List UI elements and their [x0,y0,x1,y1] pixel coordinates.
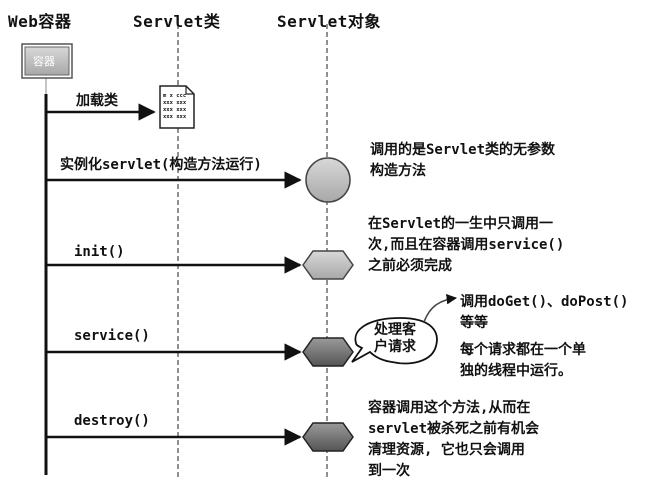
container-box-label: 容器 [33,55,55,68]
service-speech-bubble [351,317,438,365]
init-label: init() [74,244,125,260]
destroy-note: 容器调用这个方法,从而在 servlet被杀死之前有机会 清理资源, 它也只会调… [368,400,540,479]
curved-pointer-arrow [423,293,458,323]
service-state-hexagon [302,337,354,367]
constructed-object-circle [305,157,351,203]
class-file-icon [159,85,195,129]
destroy-state-hexagon [302,422,354,452]
class-file-text: m x ccc xxx xxx xxx xxx xxx xxx [163,93,187,120]
servlet-object-header: Servlet对象 [277,12,381,31]
service-bubble-text: 处理客 户请求 [374,322,416,355]
destroy-label: destroy() [74,413,150,429]
load-class-label: 加载类 [76,93,118,109]
service-thread-note: 每个请求都在一个单 独的线程中运行。 [460,342,586,379]
service-label: service() [74,328,150,344]
servlet-class-header: Servlet类 [133,12,221,31]
init-note: 在Servlet的一生中只调用一 次,而且在容器调用service() 之前必须… [368,216,565,274]
init-state-hexagon [302,250,354,280]
instantiate-label: 实例化servlet(构造方法运行) [60,157,262,173]
constructor-note: 调用的是Servlet类的无参数 构造方法 [370,142,556,179]
web-container-header: Web容器 [8,12,72,31]
service-calls-note: 调用doGet()、doPost() 等等 [460,294,629,331]
container-box [21,43,73,79]
